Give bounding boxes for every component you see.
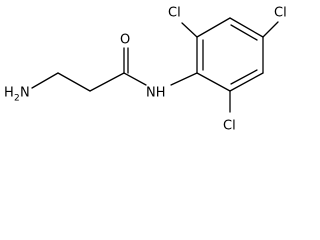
bond-c2-c3 xyxy=(89,72,125,92)
chlorine-top-right-label: Cl xyxy=(274,6,287,21)
bond-nh-ring xyxy=(170,72,198,86)
bond-ring-cl-top-right xyxy=(262,21,279,38)
ring-bond-3 xyxy=(229,17,264,38)
amine-n-label: N xyxy=(20,86,30,101)
amide-nh-label: NH xyxy=(146,86,166,101)
amine-h-subscript: 2 xyxy=(14,94,20,104)
structure-diagram: H 2 N O NH Cl Cl Cl xyxy=(4,6,287,134)
ring-bond-3-inner xyxy=(230,24,258,41)
atom-label-layer: H 2 N O NH Cl Cl Cl xyxy=(4,6,287,134)
ring-bond-5 xyxy=(229,72,264,92)
chlorine-bottom-label: Cl xyxy=(223,119,236,134)
ring-bond-6 xyxy=(196,72,231,92)
ring-bond-5-inner xyxy=(230,69,258,85)
amine-h-label: H xyxy=(4,86,14,101)
bond-c3-nh xyxy=(123,72,147,86)
bond-n-c1 xyxy=(31,72,59,89)
bond-layer xyxy=(31,17,279,113)
carbonyl-o-label: O xyxy=(120,33,130,48)
bond-ring-cl-top-left xyxy=(181,22,198,38)
ring-bond-2 xyxy=(196,17,231,38)
chlorine-top-left-label: Cl xyxy=(168,6,181,21)
bond-c1-c2 xyxy=(57,72,91,92)
